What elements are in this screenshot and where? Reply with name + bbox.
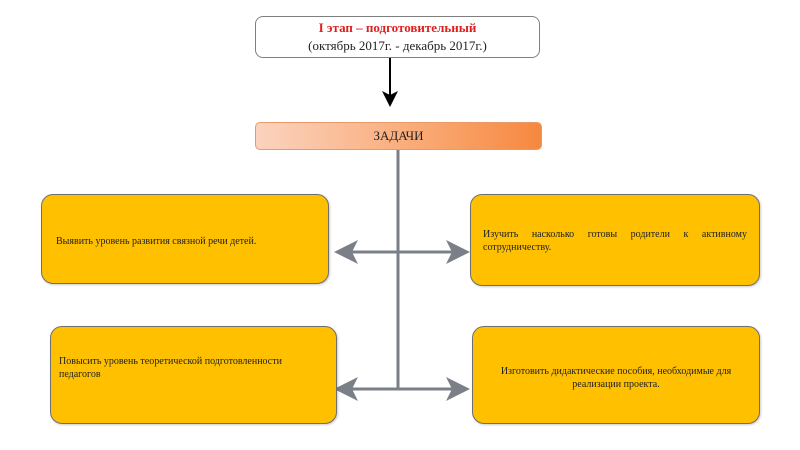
task-box-2: Изучить насколько готовы родители к акти…	[470, 194, 760, 286]
task-box-1: Выявить уровень развития связной речи де…	[41, 194, 329, 284]
tasks-header: ЗАДАЧИ	[255, 122, 542, 150]
stage-title-box: I этап – подготовительный (октябрь 2017г…	[255, 16, 540, 58]
task-box-4: Изготовить дидактические пособия, необхо…	[472, 326, 760, 424]
stage-period: (октябрь 2017г. - декабрь 2017г.)	[308, 38, 487, 53]
task-box-3: Повысить уровень теоретической подготовл…	[50, 326, 337, 424]
stage-title: I этап – подготовительный	[318, 20, 477, 35]
